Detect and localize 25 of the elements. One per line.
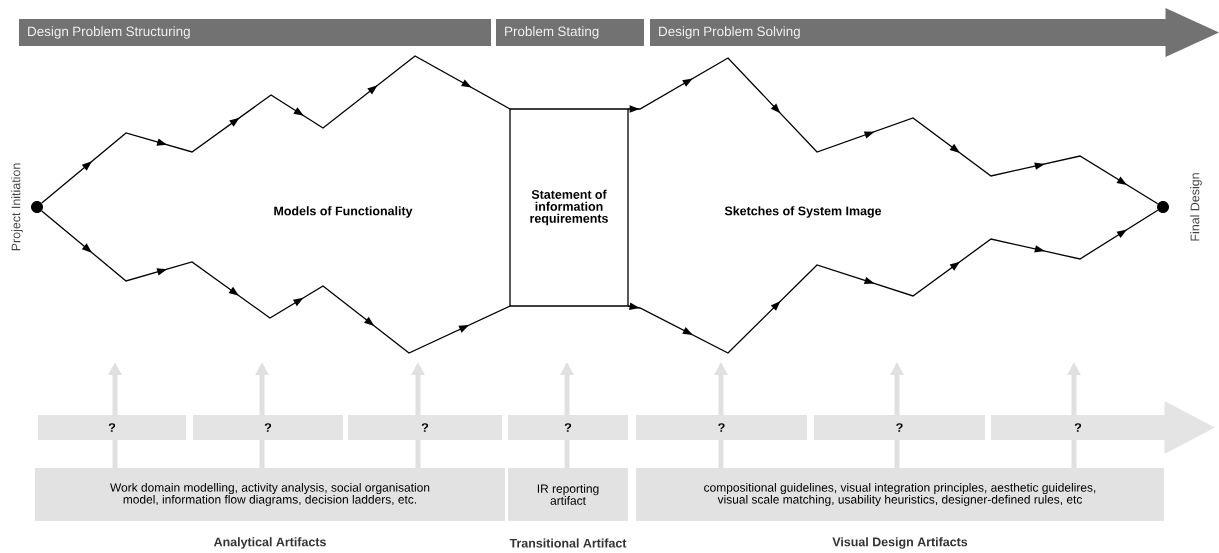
area-label: Models of Functionality xyxy=(274,206,413,218)
question-band: ? xyxy=(348,415,502,440)
question-band: ? xyxy=(636,415,807,440)
zigzag-arrow xyxy=(41,210,511,354)
zigzag-arrow xyxy=(627,57,1159,205)
artifact-box: Work domain modelling, activity analysis, social organisation model, information flow diagrams, decision ladders, etc. xyxy=(35,468,505,521)
side-label: Project Initiation xyxy=(11,163,23,251)
phase-band: Problem Stating xyxy=(496,19,644,46)
artifact-box: compositional guidelines, visual integration principles, aesthetic guidelires, visual scale matching, usability heuristics, designer-defined rules, etc xyxy=(636,468,1164,521)
question-band: ? xyxy=(38,415,186,440)
question-band: ? xyxy=(991,401,1215,454)
artifact-box: IR reporting artifact xyxy=(508,468,628,521)
section-heading: Visual Design Artifacts xyxy=(832,537,968,549)
side-label: Final Design xyxy=(1190,173,1202,241)
zigzag-arrow xyxy=(627,209,1159,354)
question-band: ? xyxy=(814,415,985,440)
phase-band: Design Problem Structuring xyxy=(19,19,491,46)
statement-box: Statement of information requirements xyxy=(509,108,629,307)
zigzag-arrow xyxy=(41,55,511,204)
section-heading: Transitional Artifact xyxy=(509,538,627,548)
section-heading: Analytical Artifacts xyxy=(213,537,326,549)
area-label: Sketches of System Image xyxy=(724,206,882,218)
question-band: ? xyxy=(193,415,343,440)
phase-band: Design Problem Solving xyxy=(650,8,1219,57)
question-band: ? xyxy=(508,415,628,440)
